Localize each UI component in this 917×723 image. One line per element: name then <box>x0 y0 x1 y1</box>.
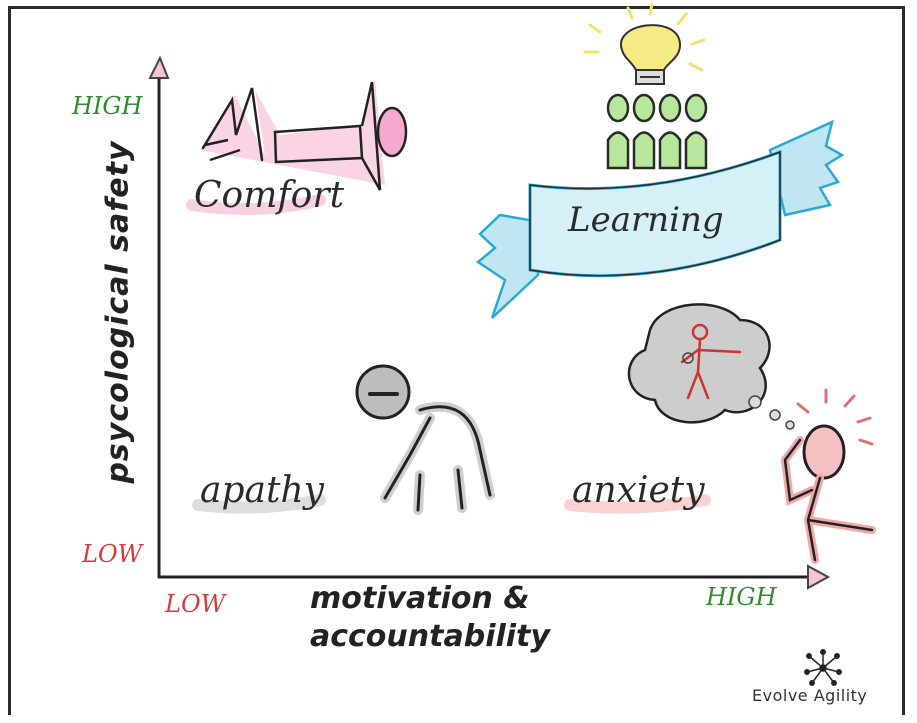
learning-banner <box>475 119 845 319</box>
evolve-agility-logo-icon <box>804 649 842 686</box>
y-axis-low-label: LOW <box>82 540 143 568</box>
apathy-highlight <box>192 494 326 514</box>
lightbulb-icon <box>583 2 706 85</box>
comfort-hammock-icon <box>200 80 408 191</box>
brand-name: Evolve Agility <box>752 686 868 705</box>
x-axis-arrow <box>807 564 831 590</box>
axes <box>157 66 818 579</box>
quadrant-label-comfort: Comfort <box>194 175 345 216</box>
comfort-highlight <box>186 194 326 215</box>
x-axis-title-line2: accountability <box>310 619 550 654</box>
group-of-people-icon <box>606 93 708 170</box>
x-axis-low-label: LOW <box>165 590 226 618</box>
y-axis-title: psycological safety <box>100 140 136 484</box>
quadrant-label-learning: Learning <box>568 200 724 240</box>
quadrant-label-anxiety: anxiety <box>572 470 705 511</box>
anxiety-highlight <box>564 494 711 514</box>
quadrant-label-apathy: apathy <box>200 470 324 511</box>
x-axis-high-label: HIGH <box>706 583 777 611</box>
anxious-figure-icon <box>780 388 876 564</box>
x-axis-title-line1: motivation & <box>310 581 530 616</box>
thought-cloud-icon <box>627 303 795 430</box>
x-axis-title: motivation & accountability <box>310 580 610 656</box>
apathy-figure-icon <box>355 364 495 515</box>
y-axis-arrow <box>148 55 170 79</box>
y-axis-high-label: HIGH <box>72 92 143 120</box>
diagram-frame <box>8 6 905 715</box>
